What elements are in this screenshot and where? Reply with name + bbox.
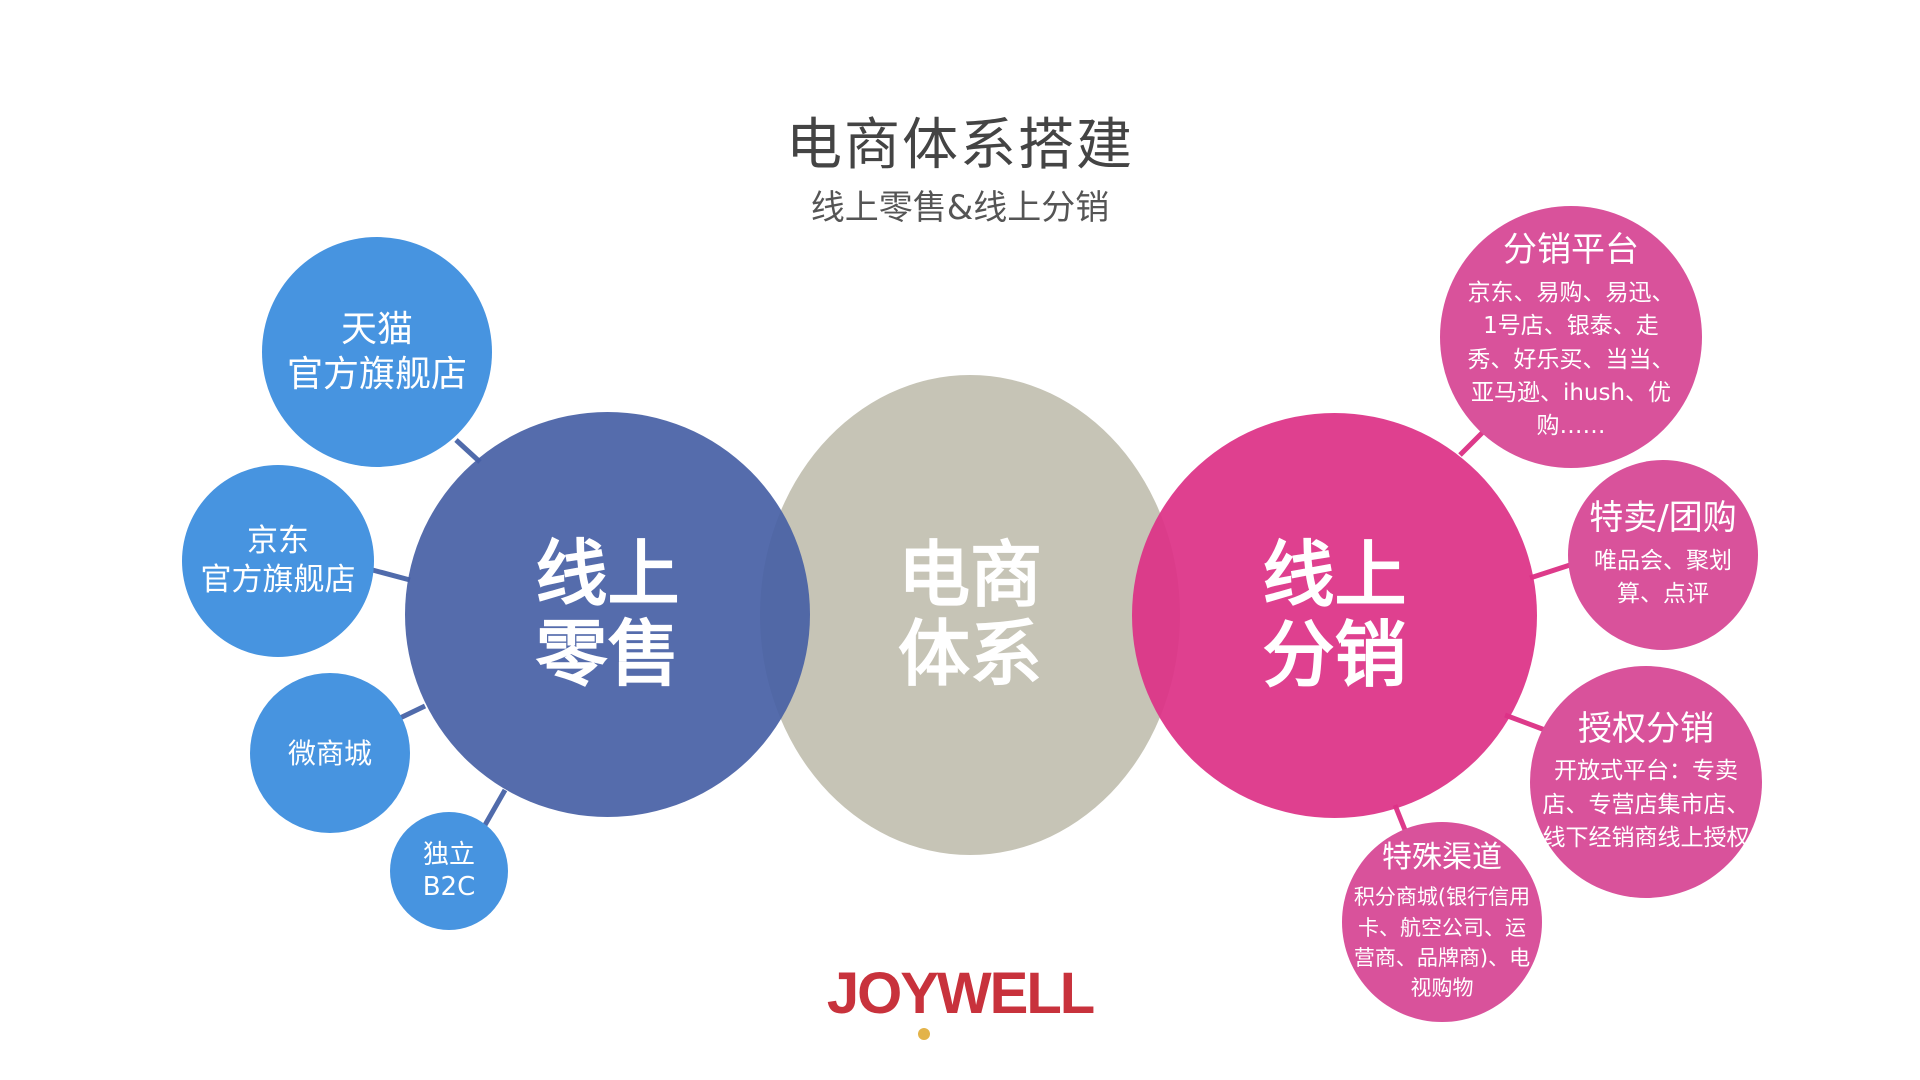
right-item-authorized-distribution: 授权分销 开放式平台：专卖店、专营店集市店、线下经销商线上授权 [1530,666,1762,898]
page-subtitle: 线上零售&线上分销 [810,188,1110,228]
page-title: 电商体系搭建 [786,113,1134,178]
connector-distribution [1458,428,1487,457]
left-item-jd: 京东 官方旗舰店 [182,465,374,657]
left-item-tmall: 天猫 官方旗舰店 [262,237,492,467]
center-label: 电商 体系 [897,532,1042,696]
left-item-wechat-mall: 微商城 [250,673,410,833]
right-item-special-channels: 特殊渠道 积分商城(银行信用卡、航空公司、运营商、品牌商)、电视购物 [1342,822,1542,1022]
right-item-distribution-platform: 分销平台 京东、易购、易迅、1号店、银泰、走秀、好乐买、当当、亚马逊、ihush… [1440,206,1702,468]
right-hub-label: 线上 分销 [1262,533,1407,697]
left-hub-circle: 线上 零售 [405,412,810,817]
center-circle: 电商 体系 [760,375,1180,855]
right-hub-circle: 线上 分销 [1132,413,1537,818]
joywell-logo: JOYWELL [826,961,1095,1026]
left-hub-label: 线上 零售 [535,532,680,696]
connector-authorized [1504,712,1546,733]
left-item-b2c: 独立 B2C [390,812,508,930]
connector-special [1392,804,1408,831]
connector-flash-sale [1529,562,1571,581]
connector-tmall [454,438,482,464]
connector-wechat-mall [398,703,427,721]
right-item-flash-sale: 特卖/团购 唯品会、聚划算、点评 [1568,460,1758,650]
connector-b2c [482,788,508,827]
logo-dot-icon [918,1028,930,1040]
